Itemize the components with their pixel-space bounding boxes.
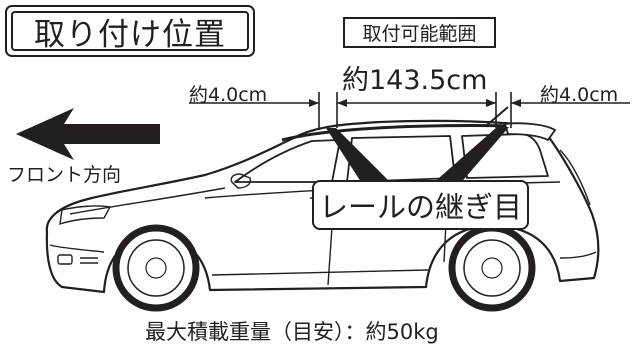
left-offset-label: 約4.0cm [189, 84, 268, 106]
hood-line [69, 187, 226, 215]
antenna [486, 106, 509, 126]
fog-light [57, 254, 73, 265]
dim-arrow-center-left [337, 99, 347, 107]
front-direction-label: フロント方向 [7, 164, 122, 186]
rear-wheel [448, 224, 536, 312]
front-bumper [49, 244, 105, 253]
page-title: 取り付け位置 [34, 16, 226, 53]
left-arrow-icon [16, 108, 160, 160]
center-dimension-label: 約143.5cm [342, 65, 488, 96]
rear-bumper [559, 251, 597, 259]
right-offset-label: 約4.0cm [540, 84, 619, 106]
rail-joint-label: レールの継ぎ目 [312, 180, 529, 230]
dim-arrow-right-in [511, 99, 521, 107]
dim-arrow-left-in [309, 99, 319, 107]
tail-light [559, 149, 591, 206]
title-frame: 取り付け位置 [5, 5, 255, 57]
front-wheel [112, 224, 200, 312]
roof-spoiler [503, 122, 557, 142]
grille [80, 257, 98, 264]
front-windshield [234, 139, 341, 183]
title-frame-inner [11, 11, 249, 51]
sill-line [211, 269, 429, 276]
headlight [59, 205, 112, 226]
dim-arrow-center-right [486, 99, 496, 107]
roof-rail [281, 124, 521, 142]
max-load-label: 最大積載重量（目安）：約50kg [145, 320, 439, 344]
side-mirror [230, 173, 252, 189]
installable-range-label: 取付可能範囲 [343, 17, 496, 48]
